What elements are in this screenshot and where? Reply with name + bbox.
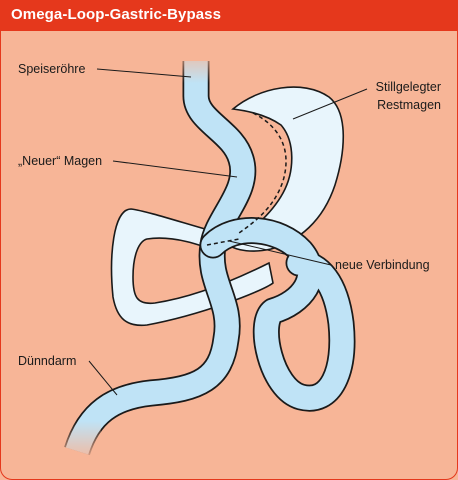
leader-neuer-magen [112, 160, 238, 178]
leader-duenndarm [88, 360, 118, 396]
figure-title: Omega-Loop-Gastric-Bypass [11, 6, 222, 23]
leader-neue-verbindung [228, 240, 332, 266]
label-restmagen-line2: Restmagen [377, 98, 441, 112]
label-duenndarm: Dünndarm [18, 354, 76, 368]
omega-loop-fill [201, 218, 354, 410]
staple-line [238, 112, 287, 234]
label-neuer-magen: „Neuer“ Magen [18, 154, 102, 168]
leader-restmagen [292, 88, 368, 120]
label-speiseroehre: Speiseröhre [18, 62, 85, 76]
active-tract-fill [65, 61, 255, 455]
bypassed-stomach-shape [227, 86, 345, 252]
leader-speiseroehre [96, 68, 192, 78]
label-neue-verbindung: neue Verbindung [335, 258, 430, 272]
anastomosis-dash [206, 238, 240, 246]
title-bar: Omega-Loop-Gastric-Bypass [1, 1, 457, 31]
esophagus-fade [176, 45, 216, 83]
label-restmagen-line1: Stillgelegter [376, 80, 441, 94]
small-intestine-fade [53, 421, 101, 463]
